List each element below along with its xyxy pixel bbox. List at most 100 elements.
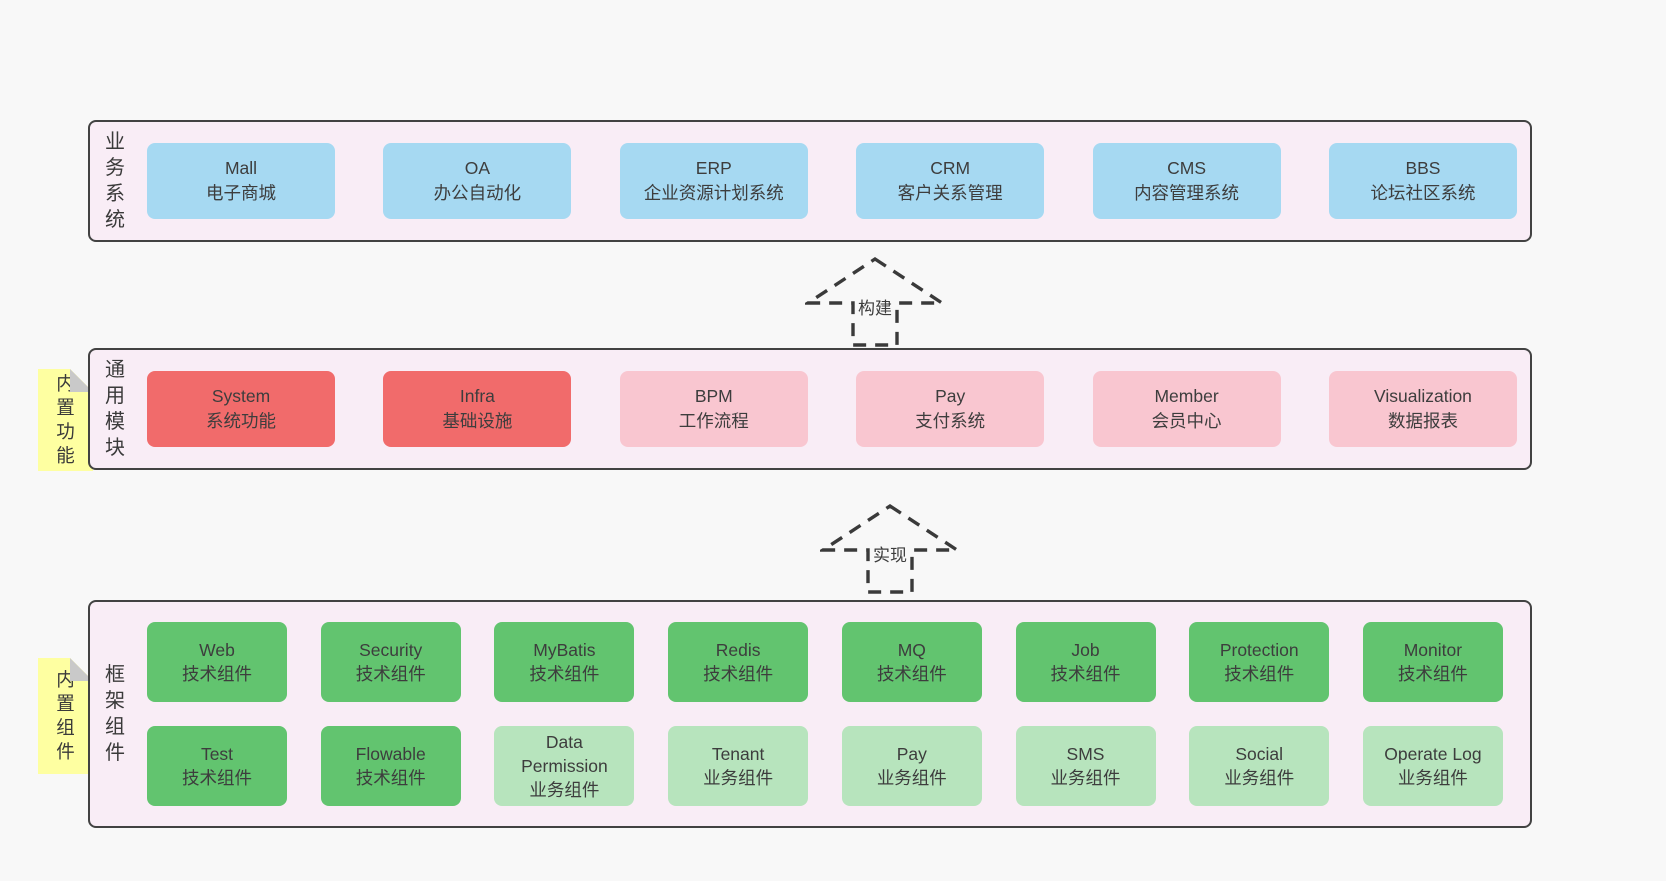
box-title: System [211,386,271,406]
box-subtitle: 技术组件 [1224,664,1295,684]
box-title: Mall [224,158,258,178]
box-mall: Mall 电子商城 [147,143,335,219]
box-subtitle: 技术组件 [1397,664,1468,684]
box-title: CMS [1167,158,1206,178]
box-title: BBS [1405,158,1441,178]
box-subtitle: 数据报表 [1387,411,1458,431]
arrow-build: 构建 [805,256,945,348]
box-title: OA [464,158,491,178]
box-title: CRM [930,158,971,178]
box-bpm: BPM 工作流程 [619,371,808,447]
box-job: Job 技术组件 [1015,622,1156,702]
layer-modules-label: 通用模块 [105,359,125,459]
box-title: Tenant [711,744,765,764]
box-subtitle: 技术组件 [182,768,252,788]
box-mybatis: MyBatis 技术组件 [494,622,635,702]
box-subtitle: 业务组件 [1050,768,1121,788]
box-crm: CRM 客户关系管理 [856,143,1045,219]
box-subtitle: 会员中心 [1151,411,1222,431]
dashed-up-arrow-icon [820,503,960,594]
box-title: Data Permission [521,732,608,776]
box-subtitle: 电子商城 [206,183,276,203]
box-subtitle: 业务组件 [876,768,947,788]
box-system: System 系统功能 [147,371,335,447]
box-title: SMS [1066,744,1105,764]
box-subtitle: 论坛社区系统 [1370,183,1476,203]
dashed-up-arrow-icon [805,256,945,347]
layer-business-systems: 业务系统 Mall 电子商城 OA 办公自动化 ERP 企业资源计划系统 CRM… [88,120,1532,242]
note-components-label: 内置组件 [56,669,75,762]
box-protection: Protection 技术组件 [1189,622,1330,702]
box-pay: Pay 支付系统 [856,371,1045,447]
box-member: Member 会员中心 [1092,371,1281,447]
box-subtitle: 技术组件 [876,664,947,684]
note-functions-label: 内置功能 [56,373,75,466]
box-title: Social [1235,744,1284,764]
box-subtitle: 内容管理系统 [1134,183,1240,203]
arrow-build-label: 构建 [855,292,895,321]
box-title: Pay [896,744,927,764]
box-title: Flowable [355,744,426,764]
framework-row-2: Test 技术组件 Flowable 技术组件 Data Permission … [147,726,1503,806]
layer-label-column: 通用模块 [90,350,147,468]
box-mq: MQ 技术组件 [841,622,982,702]
box-tenant: Tenant 业务组件 [668,726,809,806]
modules-boxes-row: System 系统功能 Infra 基础设施 BPM 工作流程 Pay 支付系统… [147,350,1530,468]
layer-label-column: 框架组件 [90,602,147,826]
box-subtitle: 技术组件 [355,768,426,788]
box-title: MQ [897,640,926,660]
box-title: Security [359,640,423,660]
box-redis: Redis 技术组件 [668,622,809,702]
box-data-permission: Data Permission 业务组件 [494,726,635,806]
arrow-implement: 实现 [820,503,960,595]
box-title: Pay [935,386,966,406]
box-title: Test [200,744,234,764]
box-subtitle: 业务组件 [703,768,774,788]
box-web: Web 技术组件 [147,622,287,702]
box-subtitle: 业务组件 [1224,768,1295,788]
box-title: Job [1071,640,1100,660]
box-test: Test 技术组件 [147,726,287,806]
sticky-note-built-in-functions: 内置功能 [38,369,93,471]
framework-row-1: Web 技术组件 Security 技术组件 MyBatis 技术组件 Redi… [147,622,1503,702]
box-title: Protection [1219,640,1299,660]
box-monitor: Monitor 技术组件 [1362,622,1503,702]
box-title: Infra [459,386,495,406]
box-operate-log: Operate Log 业务组件 [1362,726,1503,806]
box-oa: OA 办公自动化 [383,143,572,219]
box-subtitle: 支付系统 [915,411,986,431]
box-title: Web [199,640,235,660]
box-subtitle: 技术组件 [703,664,774,684]
layer-framework-components: 框架组件 Web 技术组件 Security 技术组件 MyBatis 技术组件… [88,600,1532,828]
box-cms: CMS 内容管理系统 [1092,143,1281,219]
box-title: ERP [695,158,732,178]
box-subtitle: 企业资源计划系统 [643,183,784,203]
box-subtitle: 系统功能 [206,411,276,431]
box-title: BPM [694,386,733,406]
box-subtitle: 工作流程 [678,411,749,431]
layer-label-column: 业务系统 [90,122,147,240]
framework-boxes-grid: Web 技术组件 Security 技术组件 MyBatis 技术组件 Redi… [147,602,1530,826]
box-social: Social 业务组件 [1189,726,1330,806]
box-title: Redis [715,640,761,660]
box-title: Operate Log [1384,744,1482,764]
layer-common-modules: 通用模块 System 系统功能 Infra 基础设施 BPM 工作流程 Pay… [88,348,1532,470]
box-title: Monitor [1403,640,1463,660]
box-infra: Infra 基础设施 [383,371,572,447]
box-subtitle: 技术组件 [355,664,426,684]
layer-business-label: 业务系统 [105,131,125,231]
box-pay-business: Pay 业务组件 [841,726,982,806]
arrow-implement-label: 实现 [870,539,910,568]
box-subtitle: 技术组件 [182,664,252,684]
box-subtitle: 基础设施 [442,411,513,431]
box-title: Member [1154,386,1219,406]
box-subtitle: 业务组件 [529,780,600,800]
box-flowable: Flowable 技术组件 [320,726,461,806]
box-bbs: BBS 论坛社区系统 [1328,143,1517,219]
box-subtitle: 业务组件 [1397,768,1468,788]
box-subtitle: 技术组件 [1050,664,1121,684]
layer-framework-label: 框架组件 [105,664,125,764]
business-boxes-row: Mall 电子商城 OA 办公自动化 ERP 企业资源计划系统 CRM 客户关系… [147,122,1530,240]
box-visualization: Visualization 数据报表 [1328,371,1517,447]
box-subtitle: 客户关系管理 [897,183,1003,203]
